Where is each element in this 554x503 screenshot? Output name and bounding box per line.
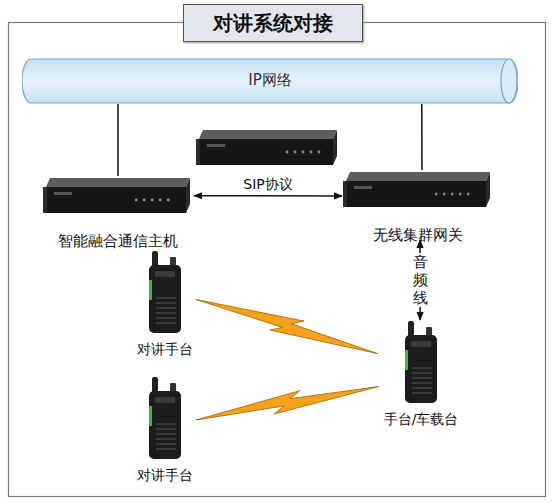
radio-link [196,387,378,420]
device-led [443,193,446,196]
speaker-grille [156,423,176,425]
connector [194,195,342,196]
device-front [199,139,333,165]
speaker-grille [412,392,432,394]
radio-panel [411,341,431,347]
rack-device [342,170,494,210]
rack-ear [43,187,47,213]
device-led [135,199,138,202]
speaker-grille [156,302,176,304]
device-side [186,178,190,213]
device-plate [54,192,72,195]
device-led [302,151,305,154]
node-label: IP网络 [22,71,518,89]
device-side [486,172,490,207]
node-label: 智能融合通信主机 [42,232,194,250]
radio-node: 手台/车载台 [378,320,464,442]
device-side [333,130,337,165]
radio-node: 对讲手台 [134,376,196,486]
connector-line [117,104,119,176]
radio-panel [155,271,175,277]
speaker-grille [412,382,432,384]
radio-link [196,300,377,354]
device-top [46,178,190,187]
node-label: 对讲手台 [134,340,196,358]
speaker-grille [156,297,176,299]
radio-handset [134,376,196,462]
lightning-bolt [196,300,377,354]
device-front [346,181,486,207]
title-box: 对讲系统对接 [183,4,363,42]
edge-label: 音频线 [412,253,428,307]
rack-device [42,176,194,216]
connector [117,104,118,176]
speaker-grille [156,448,176,450]
radio-stripe [149,280,152,300]
connector-line [194,195,342,197]
device-led [167,199,170,202]
device-led [451,193,454,196]
device-plate [207,144,225,147]
device-led [143,199,146,202]
connector [421,104,422,170]
radio-stripe [149,406,152,426]
radio-panel [155,397,175,403]
node-label: 无线集群网关 [342,226,494,244]
radio-body [149,391,181,459]
radio-stripe [405,350,408,370]
radio-body [405,335,437,403]
pipe-node: IP网络 [22,58,518,104]
diagram-title: 对讲系统对接 [213,10,333,37]
radio-node: 对讲手台 [134,250,196,360]
device-led [151,199,154,202]
device-top [346,172,490,181]
speaker-grille [412,387,432,389]
speaker-grille [412,377,432,379]
edge-label: SIP协议 [243,176,292,192]
speaker-grille [156,428,176,430]
device-led [435,193,438,196]
pipe-end [501,59,517,103]
device-node: 无线集群网关 [342,170,494,240]
pipe-body [22,59,518,103]
server-device [196,130,337,165]
device-led [294,151,297,154]
node-label: 手台/车载台 [378,410,464,428]
speaker-grille [156,312,176,314]
radio-body [149,265,181,333]
outer-frame [9,23,546,497]
speaker-grille [156,322,176,324]
device-front [46,187,186,213]
device-led [159,199,162,202]
speaker-grille [156,443,176,445]
device-node: 智能融合通信主机 [42,176,194,252]
device-top [199,130,337,139]
speaker-grille [156,433,176,435]
connector-line [421,104,423,170]
device-led [459,193,462,196]
speaker-grille [156,438,176,440]
rack-ear [196,139,200,165]
speaker-grille [412,367,432,369]
node-label: 对讲手台 [134,466,196,484]
speaker-grille [156,317,176,319]
device-plate [354,186,372,189]
device-led [318,151,321,154]
device-led [286,151,289,154]
radio-handset [378,320,464,406]
speaker-grille [156,307,176,309]
device-led [310,151,313,154]
speaker-grille [412,372,432,374]
radio-handset [134,250,196,336]
device-led [467,193,470,196]
lightning-bolt [196,387,378,420]
rack-ear [343,181,347,207]
